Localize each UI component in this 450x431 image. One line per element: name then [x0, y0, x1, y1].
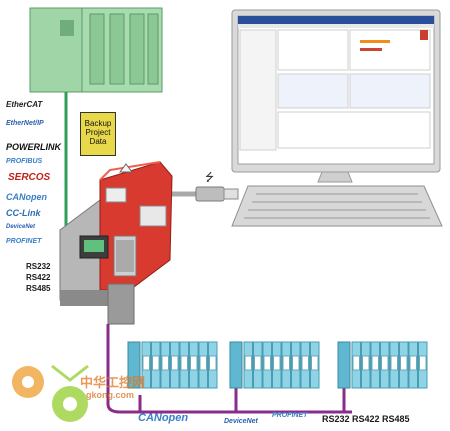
- fieldbus-logo-ethernet-ip: EtherNet/IP: [6, 120, 44, 127]
- io-module-group-2: [229, 341, 320, 389]
- io-terminal: [371, 355, 379, 371]
- io-terminal: [263, 355, 271, 371]
- io-terminal: [190, 355, 198, 371]
- io-terminal: [180, 355, 188, 371]
- io-head-module: [229, 341, 243, 389]
- fieldbus-logo-cc-link: CC-Link: [6, 208, 41, 218]
- backup-line-2: Project: [85, 128, 111, 137]
- watermark-gear-icon: [12, 364, 89, 422]
- io-terminal: [199, 355, 207, 371]
- io-terminal: [244, 355, 252, 371]
- io-terminal: [352, 355, 360, 371]
- io-terminal: [254, 355, 262, 371]
- watermark-url: gkong.com: [86, 390, 135, 400]
- plc-rack: [29, 7, 163, 93]
- io-terminal: [282, 355, 290, 371]
- fieldbus-logo-profinet: PROFINET: [6, 238, 42, 245]
- fieldbus-logo-profibus: PROFIBUS: [6, 158, 43, 165]
- fieldbus-logo-canopen: CANopen: [6, 192, 47, 202]
- fieldbus-logo-ethercat: EtherCAT: [6, 100, 43, 109]
- backup-line-1: Backup: [84, 119, 112, 128]
- io-terminal: [209, 355, 217, 371]
- fieldbus-line: [106, 324, 352, 414]
- io-terminal: [311, 355, 319, 371]
- usb-icon: ⭍: [205, 171, 214, 184]
- io-terminal: [161, 355, 169, 371]
- gateway-device: [59, 161, 173, 325]
- io-module-group-1: [127, 341, 218, 389]
- devicenet-bottom-logo: DeviceNet: [224, 418, 258, 425]
- io-head-module: [337, 341, 351, 389]
- backup-project-data-note: Backup Project Data: [80, 112, 116, 156]
- profinet-bottom-logo: PROFINET: [272, 412, 308, 419]
- io-terminal: [292, 355, 300, 371]
- io-head-module: [127, 341, 141, 389]
- io-terminal: [362, 355, 370, 371]
- serial-rs422-label: RS422: [26, 273, 51, 282]
- backup-line-3: Data: [89, 137, 107, 146]
- serial-rs232-label: RS232: [26, 262, 51, 271]
- watermark-text: 中华工控网: [80, 375, 146, 390]
- fieldbus-logo-sercos: SERCOS: [8, 172, 51, 183]
- io-terminal: [301, 355, 309, 371]
- io-terminal: [409, 355, 417, 371]
- canopen-bottom-logo: CANopen: [138, 412, 189, 424]
- io-terminal: [381, 355, 389, 371]
- pc-keyboard: [231, 185, 443, 227]
- io-terminal: [390, 355, 398, 371]
- fieldbus-logo-devicenet: DeviceNet: [6, 224, 36, 230]
- serial-bottom-label: RS232 RS422 RS485: [322, 414, 410, 424]
- io-terminal: [400, 355, 408, 371]
- fieldbus-logo-powerlink: POWERLINK: [6, 142, 61, 152]
- io-terminal: [142, 355, 150, 371]
- io-terminal: [171, 355, 179, 371]
- io-terminal: [273, 355, 281, 371]
- io-module-group-3: [337, 341, 428, 389]
- io-terminal: [152, 355, 160, 371]
- io-terminal: [419, 355, 427, 371]
- pc-monitor: [231, 9, 441, 183]
- serial-rs485-label: RS485: [26, 284, 51, 293]
